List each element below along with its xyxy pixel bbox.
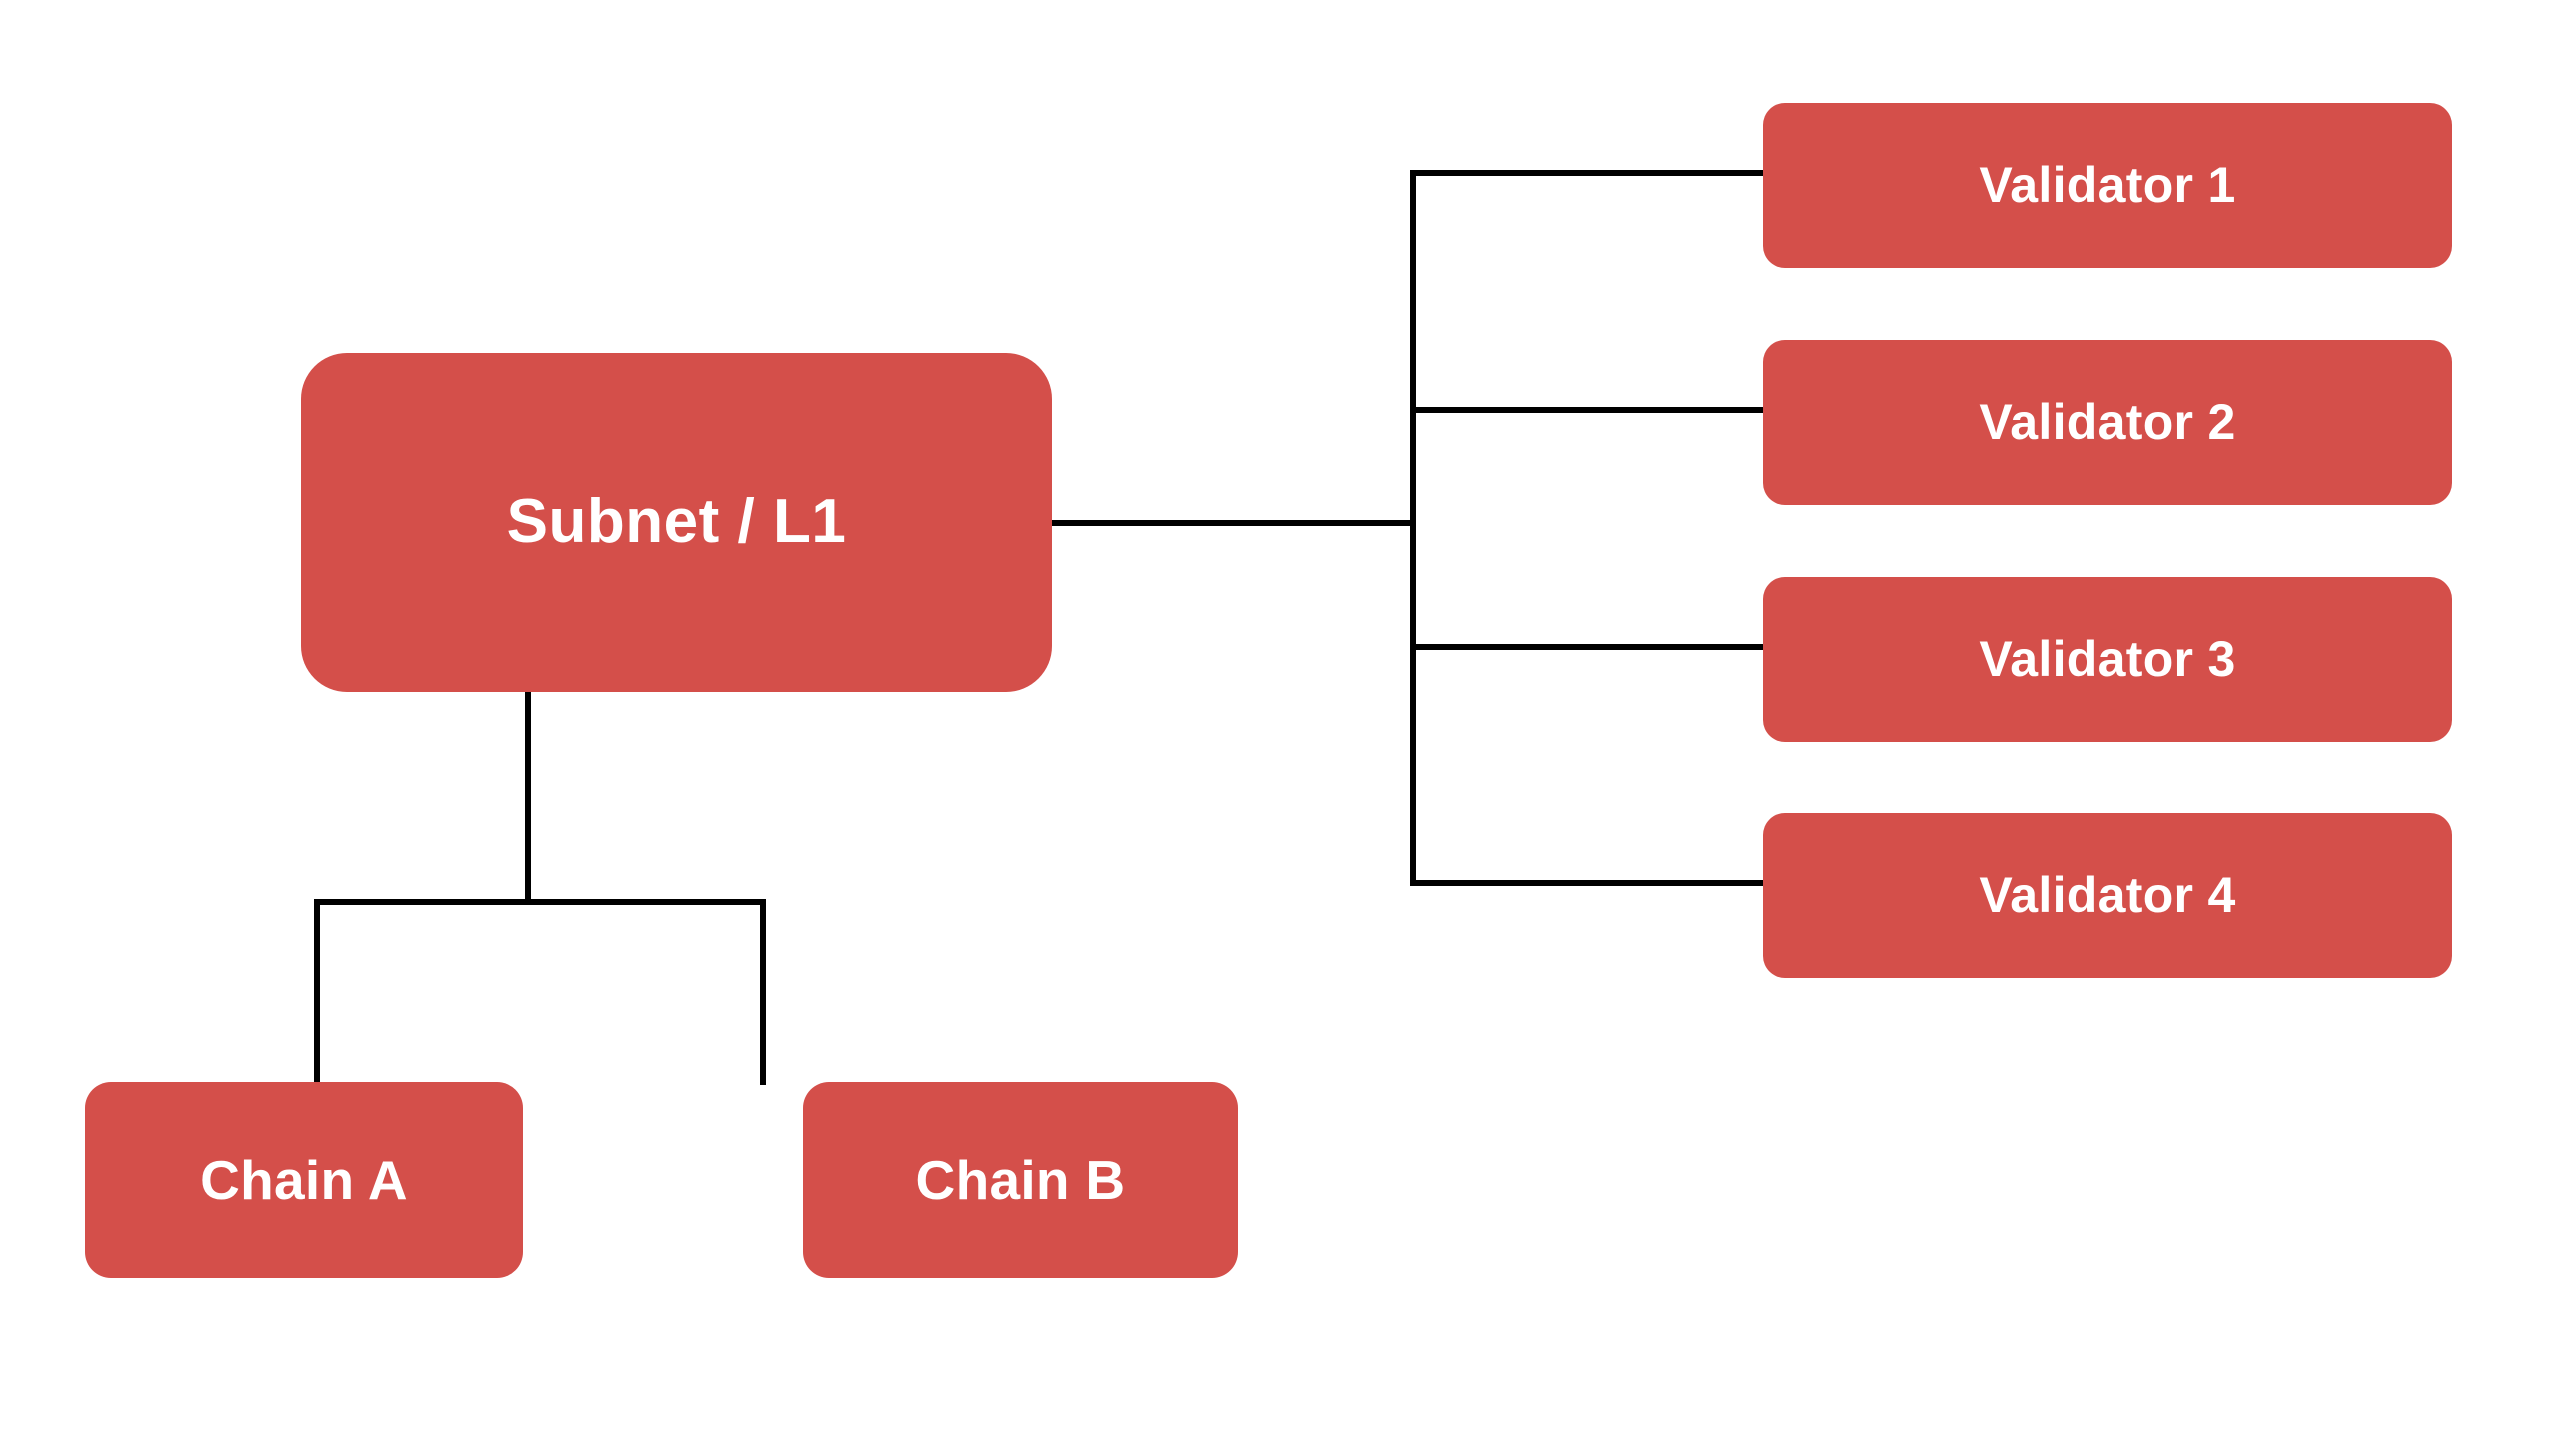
node-validator-4[interactable]: Validator 4 — [1763, 813, 2452, 978]
node-validator-2-label: Validator 2 — [1979, 394, 2236, 450]
node-chain-b[interactable]: Chain B — [803, 1082, 1238, 1278]
node-chain-a-label: Chain A — [200, 1148, 408, 1211]
node-validator-3-label: Validator 3 — [1979, 631, 2236, 687]
node-validator-3[interactable]: Validator 3 — [1763, 577, 2452, 742]
node-validator-4-label: Validator 4 — [1979, 867, 2236, 923]
node-chain-a[interactable]: Chain A — [85, 1082, 523, 1278]
node-subnet-l1[interactable]: Subnet / L1 — [301, 353, 1052, 692]
node-validator-1[interactable]: Validator 1 — [1763, 103, 2452, 268]
node-chain-b-label: Chain B — [915, 1148, 1126, 1211]
node-validator-2[interactable]: Validator 2 — [1763, 340, 2452, 505]
node-subnet-l1-label: Subnet / L1 — [506, 487, 847, 557]
node-validator-1-label: Validator 1 — [1979, 157, 2236, 213]
